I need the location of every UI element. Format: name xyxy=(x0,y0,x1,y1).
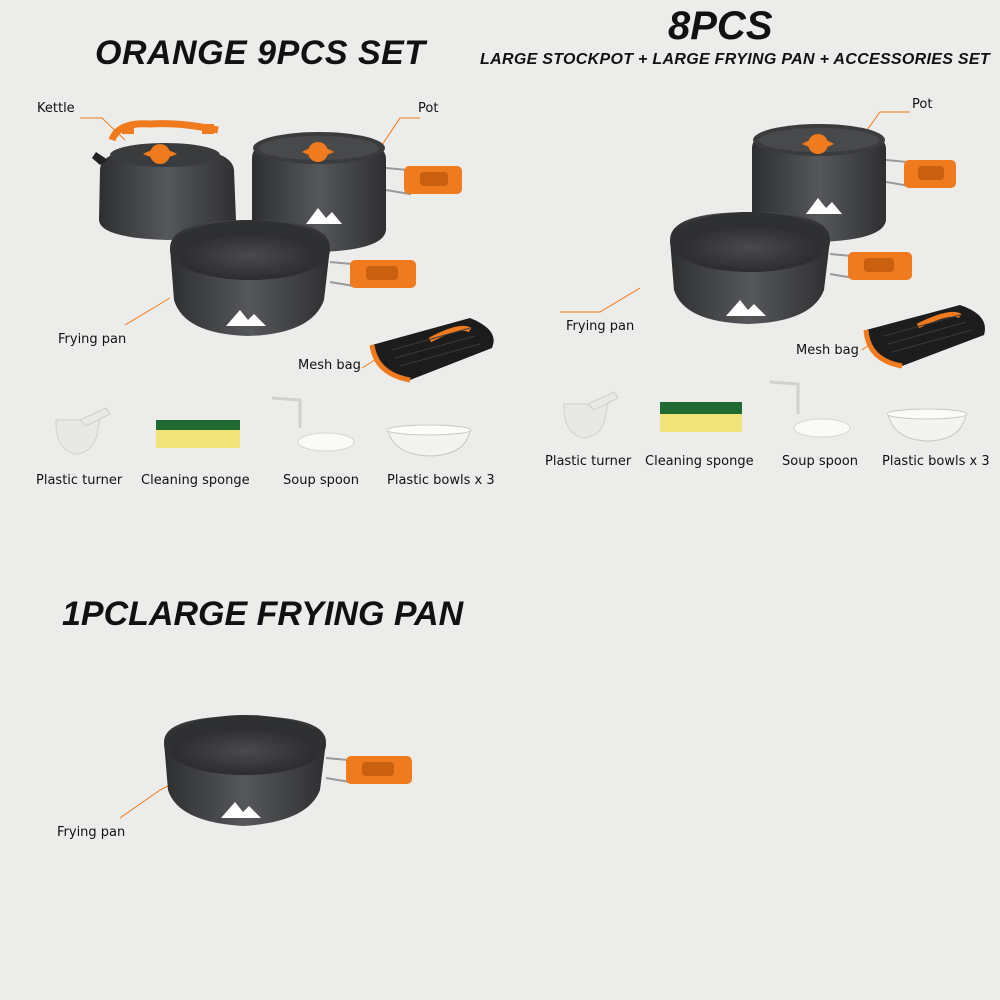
mesh-bag-image-set9 xyxy=(369,318,494,383)
label-pot: Pot xyxy=(418,101,439,116)
label-plastic-turner: Plastic turner xyxy=(36,473,123,488)
label-frying-pan-set8: Frying pan xyxy=(566,319,635,334)
set1-title: 1PCLARGE FRYING PAN xyxy=(62,595,464,633)
label-soup-spoon: Soup spoon xyxy=(283,473,360,488)
set9-title: ORANGE 9PCS SET xyxy=(95,34,426,72)
kettle-image xyxy=(92,120,236,240)
set1-leader-line xyxy=(119,785,169,819)
label-plastic-turner-set8: Plastic turner xyxy=(545,454,632,469)
label-kettle: Kettle xyxy=(37,101,75,116)
cleaning-sponge-image-set8 xyxy=(660,402,742,432)
set8-subtitle: LARGE STOCKPOT + LARGE FRYING PAN + ACCE… xyxy=(480,51,990,68)
label-frying-pan-set1: Frying pan xyxy=(57,825,126,840)
pot-image-set8 xyxy=(752,124,956,242)
mesh-bag-image-set8 xyxy=(863,305,985,369)
soup-spoon-image-set8 xyxy=(769,380,851,438)
frying-pan-image-set9 xyxy=(170,220,416,336)
plastic-bowls-image-set8 xyxy=(886,408,968,442)
plastic-turner-image-set8 xyxy=(563,391,619,439)
label-frying-pan: Frying pan xyxy=(58,332,127,347)
label-plastic-bowls-set8: Plastic bowls x 3 xyxy=(882,454,990,469)
label-mesh-bag-set8: Mesh bag xyxy=(796,343,859,358)
soup-spoon-image-set9 xyxy=(271,396,355,452)
label-cleaning-sponge: Cleaning sponge xyxy=(141,473,250,488)
set8-title: 8PCS xyxy=(668,4,773,48)
label-soup-spoon-set8: Soup spoon xyxy=(782,454,859,469)
cleaning-sponge-image-set9 xyxy=(156,420,240,448)
plastic-bowls-image-set9 xyxy=(386,424,472,457)
frying-pan-image-set1 xyxy=(164,715,412,826)
label-cleaning-sponge-set8: Cleaning sponge xyxy=(645,454,754,469)
label-mesh-bag: Mesh bag xyxy=(298,358,361,373)
plastic-turner-image-set9 xyxy=(55,407,111,455)
label-plastic-bowls: Plastic bowls x 3 xyxy=(387,473,495,488)
frying-pan-image-set8 xyxy=(670,212,912,324)
label-pot-set8: Pot xyxy=(912,97,933,112)
